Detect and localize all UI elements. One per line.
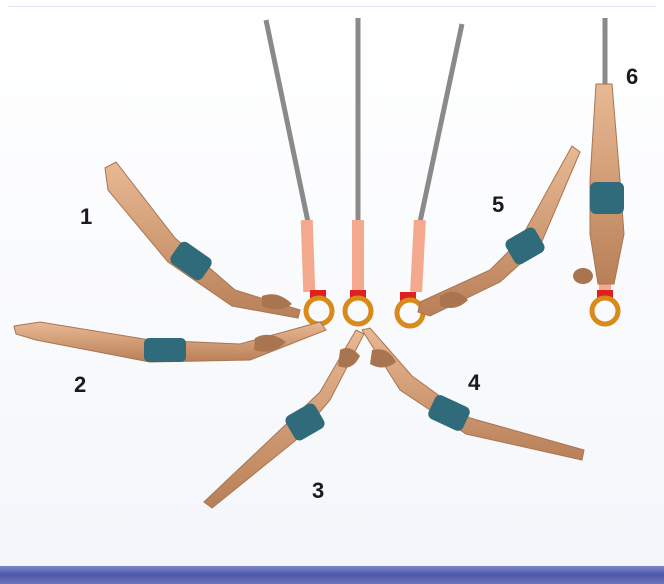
strap-3 [410,220,426,293]
position-label-2: 2 [74,372,86,398]
gymnast-position-2 [14,322,326,362]
ring-1 [306,298,332,324]
cable-1 [266,20,308,222]
gymnast-position-1 [105,162,300,318]
position-label-6: 6 [626,64,638,90]
ring-2 [345,298,371,324]
ring-3 [397,300,423,326]
position-label-1: 1 [80,204,92,230]
ring-4 [592,298,618,324]
position-label-5: 5 [492,192,504,218]
bottom-bar [0,566,664,584]
strap-2 [352,220,364,292]
strap-1 [301,220,316,292]
position-label-4: 4 [468,370,480,396]
position-label-3: 3 [312,478,324,504]
gymnast-position-5 [418,146,580,316]
gymnast-position-6 [573,84,624,284]
cable-3 [420,24,462,222]
